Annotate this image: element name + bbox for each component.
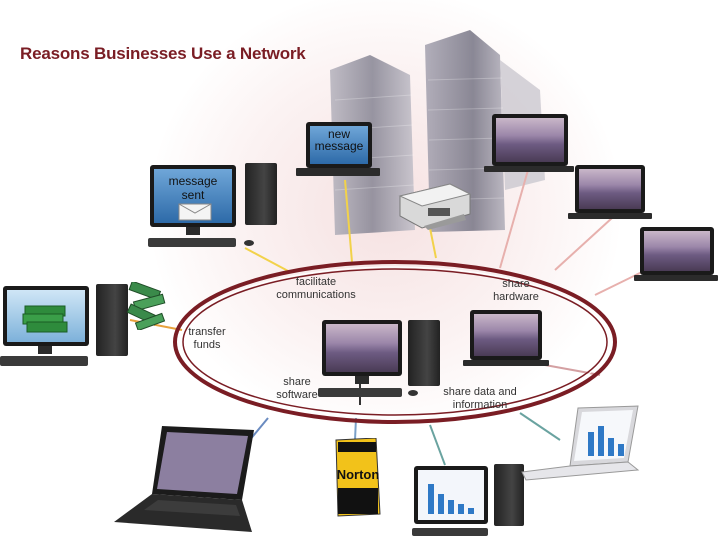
screen-text-line2: sent <box>181 188 205 202</box>
chart-bar-3 <box>448 500 454 514</box>
screen <box>7 290 85 342</box>
label-line: funds <box>193 339 221 351</box>
money-icon <box>22 305 68 333</box>
label-line: communications <box>276 289 356 301</box>
label-transfer-funds: transfer funds <box>182 326 232 352</box>
laptop-screen: new message <box>306 122 372 168</box>
norton-box-label: Norton <box>336 467 380 482</box>
screen <box>496 118 564 162</box>
screen <box>474 314 538 356</box>
laptop-base <box>484 166 574 172</box>
screen <box>326 324 398 372</box>
label-share-hardware: share hardware <box>486 278 546 304</box>
monitor <box>322 320 402 376</box>
computer-tower <box>408 320 440 386</box>
chart-bar-5 <box>468 508 474 514</box>
label-line: information <box>452 399 508 411</box>
chart-bar-4 <box>458 504 464 514</box>
screen <box>644 231 710 271</box>
screen <box>418 470 484 520</box>
label-line: software <box>276 389 318 401</box>
monitor <box>3 286 89 346</box>
diagram-title: Reasons Businesses Use a Network <box>20 44 306 63</box>
label-line: hardware <box>493 291 539 303</box>
monitor <box>414 466 488 524</box>
computer-tower <box>96 284 128 356</box>
envelope-icon <box>178 203 212 221</box>
chart-bar-2 <box>438 494 444 514</box>
keyboard <box>148 238 236 247</box>
laptop-base <box>463 360 549 366</box>
label-share-software: share software <box>270 376 324 402</box>
label-line: share <box>283 376 311 388</box>
label-line: facilitate <box>295 276 337 288</box>
screen <box>579 169 641 209</box>
laptop-base <box>568 213 652 219</box>
laptop-base <box>634 275 718 281</box>
screen-text-line2: message <box>314 139 364 153</box>
keyboard <box>0 356 88 366</box>
laptop-screen <box>640 227 714 275</box>
norton-software-box <box>335 438 381 517</box>
screen: new message <box>310 126 368 164</box>
label-line: share data and <box>443 386 517 398</box>
keyboard <box>318 388 402 397</box>
laptop-bottom-left <box>114 426 254 532</box>
screen: message sent <box>154 169 232 223</box>
laptop-screen <box>492 114 568 166</box>
monitor-stand <box>38 346 52 354</box>
computer-tower <box>245 163 277 225</box>
laptop-screen <box>470 310 542 360</box>
monitor-stand <box>355 376 369 384</box>
label-facilitate-communications: facilitate communications <box>268 276 364 302</box>
monitor: message sent <box>150 165 236 227</box>
label-line: share <box>502 278 530 290</box>
mouse <box>408 390 418 396</box>
label-share-data-information: share data and information <box>440 386 520 412</box>
printer-icon <box>398 183 472 230</box>
label-line: transfer <box>188 326 226 338</box>
laptop-base <box>296 168 380 176</box>
screen-text-line1: new <box>327 127 350 141</box>
laptop-bottom-right <box>521 405 640 481</box>
chart-bar-1 <box>428 484 434 514</box>
computer-tower <box>494 464 524 526</box>
mouse <box>244 240 254 246</box>
screen-text-line1: message <box>168 174 218 188</box>
monitor-stand <box>186 227 200 235</box>
keyboard <box>412 528 488 536</box>
laptop-screen <box>575 165 645 213</box>
money-pile-icon <box>126 282 166 330</box>
